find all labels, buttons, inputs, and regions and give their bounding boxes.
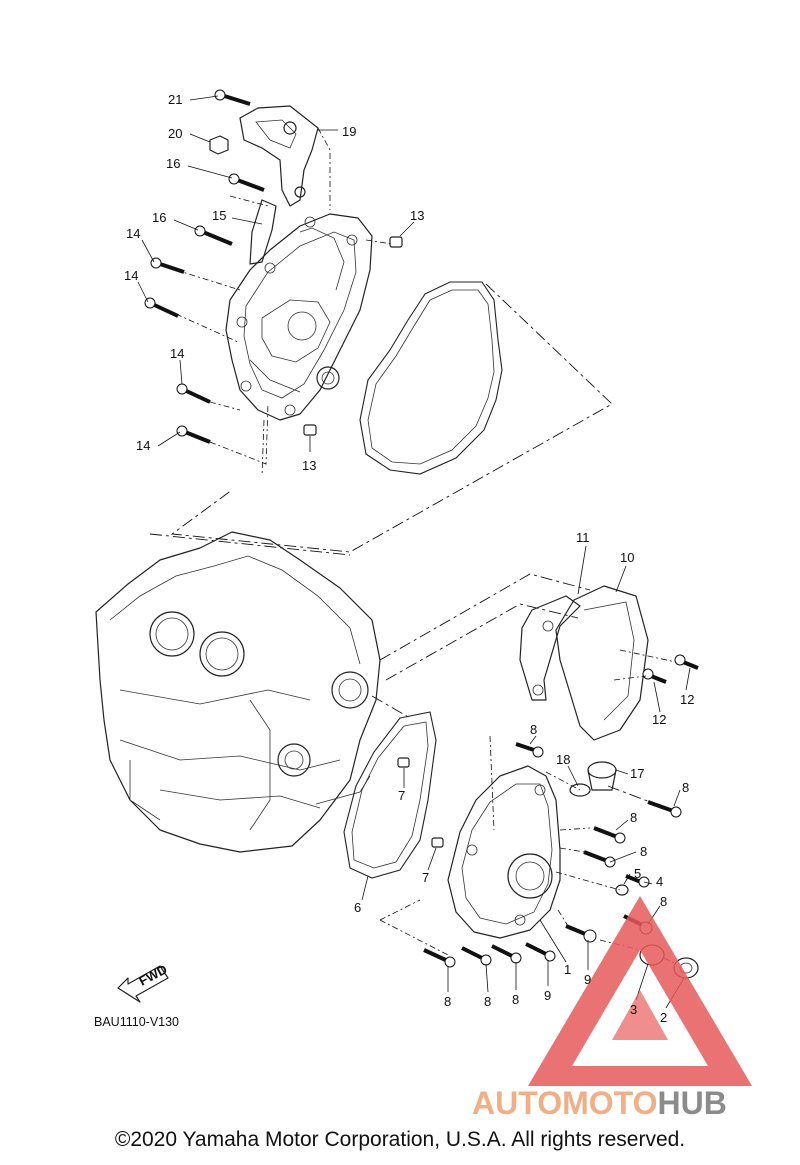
callout-13: 13 [302,458,316,473]
callout-14: 14 [126,226,140,241]
fwd-label: FWD [136,962,169,989]
callout-16: 16 [166,156,180,171]
fwd-arrow: FWD [117,962,170,1003]
sprocket-cover [519,585,699,741]
callout-9: 9 [544,988,551,1003]
callout-1: 1 [564,962,571,977]
callout-7: 7 [422,870,429,885]
callout-11: 11 [576,530,590,545]
callout-18: 18 [556,752,570,767]
crankcase-block [95,531,591,853]
callout-10: 10 [620,550,634,565]
callout-16: 16 [152,210,166,225]
svg-text:AUTOMOTOHUB: AUTOMOTOHUB [472,1085,727,1121]
callout-14: 14 [170,346,184,361]
callout-4: 4 [656,874,663,889]
callout-14: 14 [136,438,150,453]
diagram-code: BAU1110-V130 [94,1015,179,1029]
callout-21: 21 [168,92,182,107]
callout-13: 13 [410,208,424,223]
watermark-text-hub: HUB [657,1085,726,1121]
callout-12: 12 [652,712,666,727]
callout-17: 17 [630,766,644,781]
callout-8: 8 [640,844,647,859]
callout-labels: 21 20 19 16 16 15 13 14 14 14 14 13 11 1… [124,92,694,1025]
callout-8: 8 [444,994,451,1009]
callout-8: 8 [660,894,667,909]
callout-15: 15 [212,208,226,223]
leader-lines [137,95,691,1009]
callout-20: 20 [168,126,182,141]
callout-8: 8 [484,994,491,1009]
upper-cover-assembly [144,89,613,556]
callout-2: 2 [660,1010,667,1025]
watermark-triangle [528,896,752,1086]
callout-12: 12 [680,692,694,707]
callout-9: 9 [584,972,591,987]
callout-7: 7 [398,788,405,803]
callout-5: 5 [634,866,641,881]
callout-8: 8 [512,992,519,1007]
copyright-notice: ©2020 Yamaha Motor Corporation, U.S.A. A… [114,1128,686,1151]
lower-cover-assembly [343,711,699,979]
callout-19: 19 [342,124,356,139]
callout-3: 3 [630,1002,637,1017]
watermark-text-main: AUTOMOTO [472,1085,657,1121]
callout-6: 6 [354,900,361,915]
callout-8: 8 [682,780,689,795]
callout-14: 14 [124,268,138,283]
callout-8: 8 [530,722,537,737]
automotohub-watermark: AUTOMOTOHUB [472,896,752,1121]
callout-8: 8 [630,810,637,825]
